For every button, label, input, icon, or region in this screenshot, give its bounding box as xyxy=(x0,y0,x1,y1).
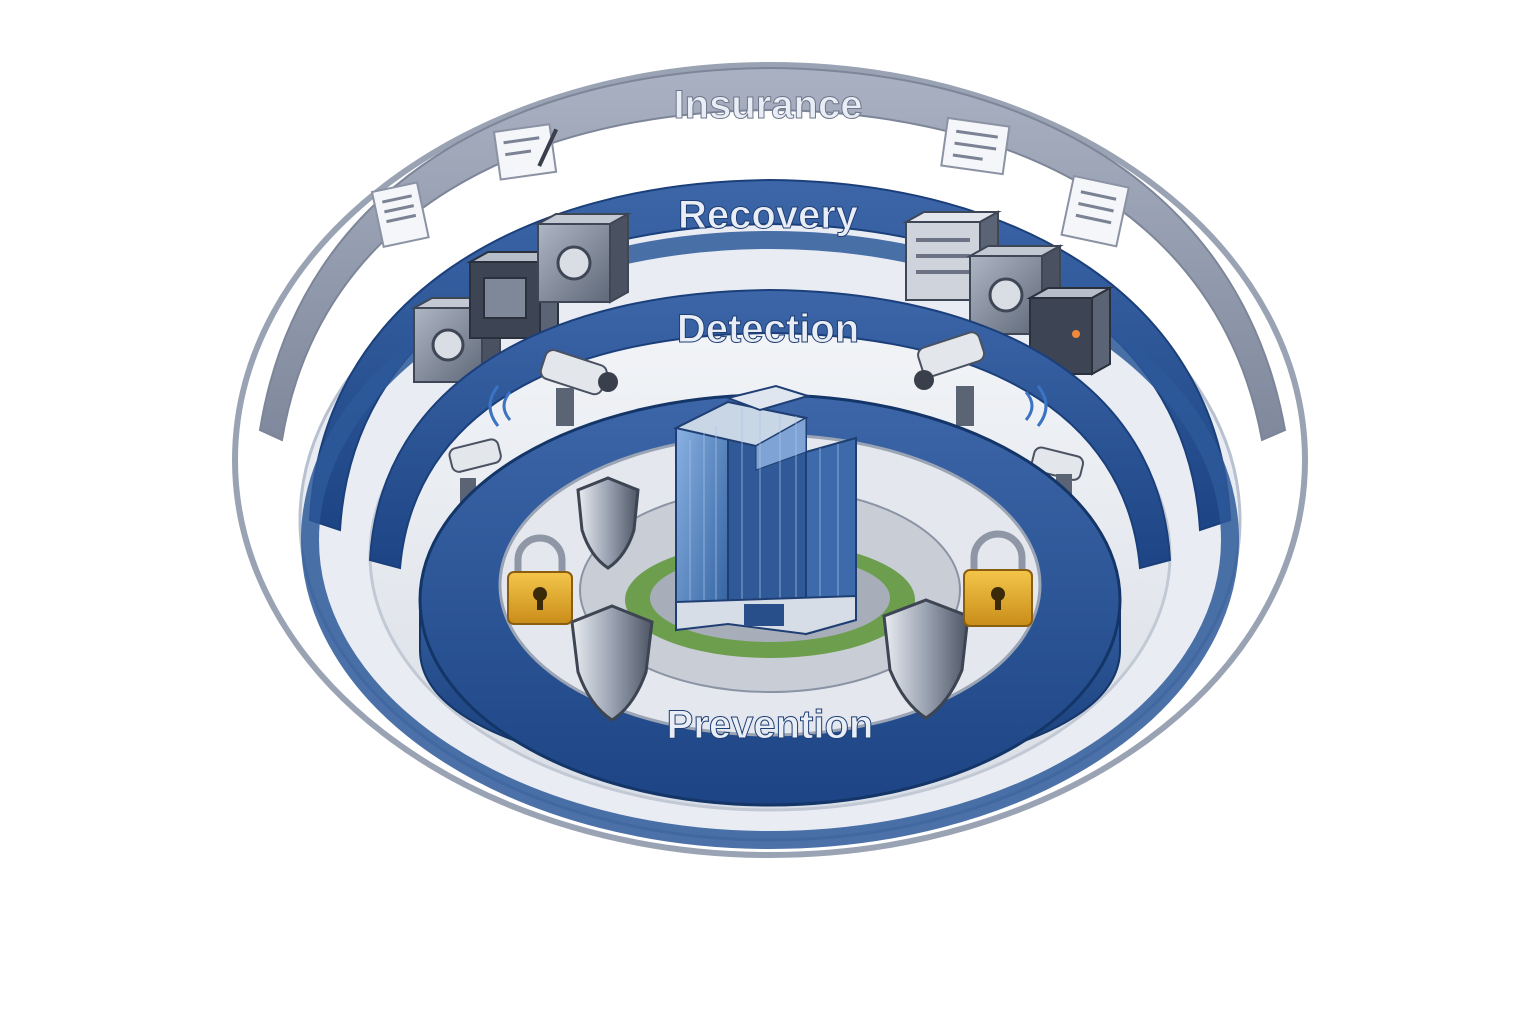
detection-label: Detection xyxy=(677,307,859,351)
safe-icon xyxy=(410,296,504,384)
document-icon xyxy=(1060,174,1130,248)
office-building-icon xyxy=(673,384,857,636)
padlock-icon xyxy=(507,534,573,625)
document-icon xyxy=(370,181,430,248)
document-icon xyxy=(492,123,559,181)
safe-icon xyxy=(534,212,632,304)
shield-icon xyxy=(570,604,654,722)
insurance-label: Insurance xyxy=(674,83,863,127)
recovery-label: Recovery xyxy=(678,193,859,237)
insurance-layer: Insurance xyxy=(232,62,1308,858)
prevention-label: Prevention xyxy=(667,703,874,747)
security-camera-icon xyxy=(539,349,618,426)
shield-icon xyxy=(576,476,640,570)
server-icon xyxy=(1026,286,1114,376)
document-icon xyxy=(940,116,1011,176)
security-camera-icon xyxy=(914,331,986,426)
shield-icon xyxy=(882,598,970,720)
padlock-icon xyxy=(963,530,1033,627)
prevention-layer: Prevention xyxy=(418,384,1122,807)
